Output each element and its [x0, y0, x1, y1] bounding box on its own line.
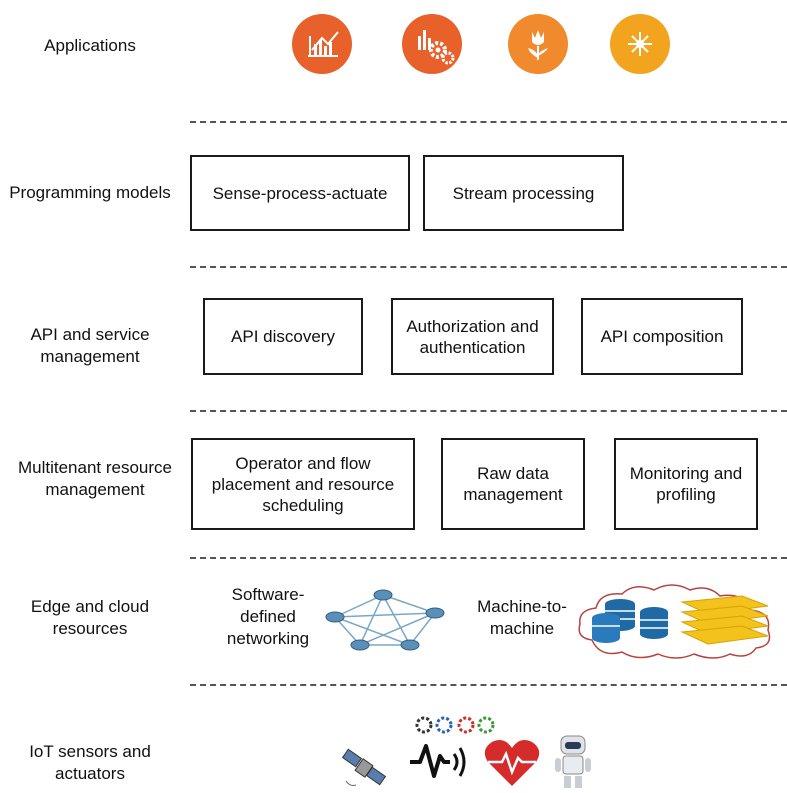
sdn-label: Software-defined networking [226, 585, 310, 648]
robot-icon [555, 735, 591, 788]
m2m-label: Machine-to-machine [477, 597, 567, 638]
satellite-icon [341, 748, 387, 786]
gear-cluster-icon [415, 716, 495, 734]
box-sense-process-actuate: Sense-process-actuate [190, 155, 410, 231]
box-monitoring-profiling: Monitoring and profiling [614, 438, 758, 530]
layer-divider-2 [190, 266, 787, 268]
analytics-chart-icon [292, 14, 352, 74]
box-api-discovery: API discovery [203, 298, 363, 375]
heart-rate-icon [484, 740, 540, 786]
layer-label-api-management: API and service management [30, 325, 150, 366]
layer-divider-3 [190, 410, 787, 412]
layer-divider-1 [190, 121, 787, 123]
box-stream-processing: Stream processing [423, 155, 624, 231]
box-raw-data-management: Raw data management [441, 438, 585, 530]
snowflake-network-icon [610, 14, 670, 74]
settings-gears-icon [402, 14, 462, 74]
cloud-database-icon [578, 584, 771, 659]
layer-divider-5 [190, 684, 787, 686]
sdn-network-graph [325, 589, 445, 651]
layer-label-programming-models: Programming models [9, 183, 171, 202]
box-operator-flow-placement: Operator and flow placement and resource… [191, 438, 415, 530]
tulip-icon [508, 14, 568, 74]
box-api-composition: API composition [581, 298, 743, 375]
layer-label-resource-management: Multitenant resource management [17, 458, 173, 499]
wireless-signal-icon [410, 744, 466, 778]
layer-label-edge-cloud: Edge and cloud resources [30, 597, 150, 638]
layer-label-iot: IoT sensors and actuators [29, 742, 151, 783]
layer-divider-4 [190, 557, 787, 559]
box-authorization-authentication: Authorization and authentication [391, 298, 554, 375]
layer-label-applications: Applications [44, 36, 136, 55]
